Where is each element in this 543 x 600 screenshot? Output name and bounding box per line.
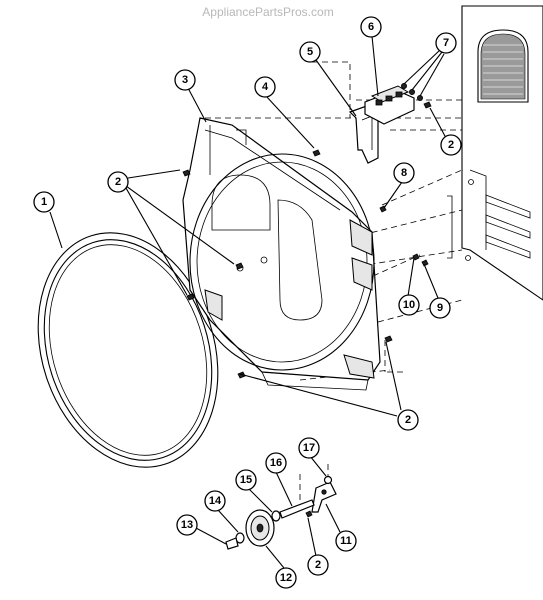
callout-16-label: 16 bbox=[270, 457, 282, 469]
callout-4: 4 bbox=[254, 76, 276, 98]
callout-6: 6 bbox=[360, 16, 382, 38]
part-6-terminal-block bbox=[364, 85, 415, 125]
callout-2-left-label: 2 bbox=[115, 176, 121, 188]
callout-7: 7 bbox=[435, 32, 457, 54]
callout-2-top-right: 2 bbox=[440, 134, 462, 156]
callout-2-lower-right: 2 bbox=[397, 409, 419, 431]
screws bbox=[182, 101, 432, 518]
callout-12-label: 12 bbox=[280, 572, 292, 584]
callout-12: 12 bbox=[275, 567, 297, 589]
callout-2-bottom: 2 bbox=[307, 554, 329, 576]
callout-14-label: 14 bbox=[209, 495, 222, 507]
callout-15-label: 15 bbox=[240, 474, 252, 486]
callout-2-lower-right-label: 2 bbox=[405, 414, 411, 426]
callout-3-label: 3 bbox=[182, 74, 188, 86]
callout-17: 17 bbox=[298, 437, 320, 459]
callout-10-label: 10 bbox=[403, 299, 415, 311]
cabinet-panel bbox=[447, 5, 543, 301]
callout-8: 8 bbox=[393, 162, 415, 184]
callout-15: 15 bbox=[235, 469, 257, 491]
callout-16: 16 bbox=[265, 452, 287, 474]
callouts: 1 2 2 2 2 3 4 5 bbox=[33, 16, 462, 589]
callout-6-label: 6 bbox=[368, 21, 374, 33]
callout-2-top-right-label: 2 bbox=[448, 139, 454, 151]
part-3-front-bulkhead bbox=[182, 117, 381, 391]
callout-11: 11 bbox=[335, 530, 357, 552]
callout-5-label: 5 bbox=[307, 46, 313, 58]
callout-3: 3 bbox=[174, 69, 196, 91]
callout-leaders bbox=[49, 35, 447, 569]
callout-13-label: 13 bbox=[181, 519, 193, 531]
callout-9-label: 9 bbox=[437, 302, 443, 314]
callout-1-label: 1 bbox=[41, 196, 47, 208]
callout-13: 13 bbox=[176, 514, 198, 536]
callout-17-label: 17 bbox=[303, 442, 315, 454]
callout-1: 1 bbox=[33, 191, 55, 213]
callout-10: 10 bbox=[398, 294, 420, 316]
callout-4-label: 4 bbox=[262, 81, 269, 93]
callout-7-label: 7 bbox=[443, 37, 449, 49]
callout-2-bottom-label: 2 bbox=[315, 559, 321, 571]
callout-14: 14 bbox=[204, 490, 226, 512]
roller-assembly bbox=[225, 475, 337, 550]
callout-9: 9 bbox=[429, 297, 451, 319]
callout-5: 5 bbox=[299, 41, 321, 63]
callout-11-label: 11 bbox=[340, 535, 352, 547]
part-1-drum-seal bbox=[37, 232, 219, 468]
callout-8-label: 8 bbox=[401, 167, 407, 179]
callout-2-left: 2 bbox=[107, 171, 129, 193]
watermark: AppliancePartsPros.com bbox=[202, 5, 333, 19]
